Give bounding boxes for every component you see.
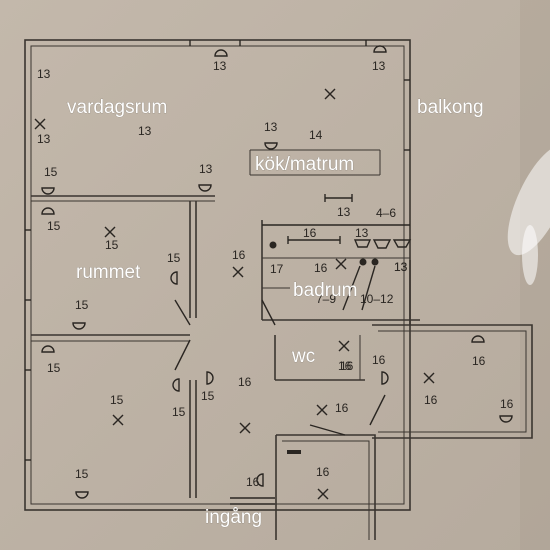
outlet-symbol-11 bbox=[172, 378, 180, 392]
circuit-code-c31: 16 bbox=[238, 375, 252, 389]
circuit-codes: 13 13 13 13 13 13 14 13 15 13 13 4–6 15 15 15 16 16 13 17 1… bbox=[37, 59, 514, 489]
kitchen-fixtures bbox=[249, 149, 410, 249]
lamp-cross-7 bbox=[239, 422, 251, 434]
circuit-code-c34: 16 bbox=[500, 397, 514, 411]
circuit-code-c22: 15 bbox=[75, 298, 89, 312]
outlet-symbol-8 bbox=[170, 271, 178, 285]
room-label-rummet: rummet bbox=[76, 262, 141, 283]
outlet-symbol-16 bbox=[256, 473, 264, 487]
lamp-cross-6 bbox=[112, 414, 124, 426]
circuit-code-c4: 13 bbox=[37, 132, 51, 146]
circuit-code-c25: 15 bbox=[47, 361, 61, 375]
light-glare-small bbox=[522, 225, 538, 285]
outlet-symbol-15 bbox=[75, 491, 89, 499]
circuit-code-c38: 16 bbox=[316, 465, 330, 479]
outlet-symbol-14 bbox=[499, 415, 513, 423]
window-marks bbox=[25, 40, 410, 461]
circuit-code-c37: 16 bbox=[246, 475, 260, 489]
outlet-symbol-1 bbox=[214, 49, 228, 57]
lamp-cross-11 bbox=[338, 340, 350, 352]
circuit-code-c23: 7–9 bbox=[316, 292, 336, 306]
circuit-code-c36: 16 bbox=[335, 401, 349, 415]
circuit-code-c10: 13 bbox=[337, 205, 351, 219]
circuit-code-c16: 16 bbox=[232, 248, 246, 262]
lamp-cross-3 bbox=[104, 226, 116, 238]
room-label-wc: wc bbox=[291, 346, 315, 367]
circuit-code-c19: 17 bbox=[270, 262, 284, 276]
room-label-vardagsrum: vardagsrum bbox=[67, 97, 167, 118]
circuit-code-c9: 15 bbox=[44, 165, 58, 179]
circuit-code-c39: 16 bbox=[340, 359, 354, 373]
circuit-code-c26: 16 bbox=[472, 354, 486, 368]
room-label-badrum: badrum bbox=[293, 280, 357, 301]
circuit-code-c20: 16 bbox=[314, 261, 328, 275]
circuit-code-c8: 13 bbox=[199, 162, 213, 176]
outlet-symbol-5 bbox=[198, 184, 212, 192]
lamp-markers bbox=[34, 88, 435, 500]
circuit-code-c7: 14 bbox=[309, 128, 323, 142]
circuit-code-c13: 15 bbox=[47, 219, 61, 233]
bathroom-fixtures bbox=[342, 239, 412, 311]
circuit-code-c6: 13 bbox=[264, 120, 278, 134]
entrance-walls bbox=[275, 434, 376, 540]
lamp-cross-1 bbox=[324, 88, 336, 100]
circuit-code-c17: 16 bbox=[303, 226, 317, 240]
circuit-code-c28: 15 bbox=[110, 393, 124, 407]
circuit-code-c11: 13 bbox=[355, 226, 369, 240]
circuit-code-c12: 4–6 bbox=[376, 206, 396, 220]
circuit-code-c35: 15 bbox=[75, 467, 89, 481]
outlet-markers bbox=[41, 45, 513, 499]
circuit-code-c32: 16 bbox=[338, 359, 352, 373]
outlet-symbol-6 bbox=[41, 207, 55, 215]
entrance-mark bbox=[287, 450, 301, 454]
outlet-symbol-10 bbox=[206, 371, 214, 385]
circuit-code-c27: 16 bbox=[372, 353, 386, 367]
outlet-symbol-12 bbox=[471, 335, 485, 343]
circuit-code-c18: 13 bbox=[394, 260, 408, 274]
room-label-kok: kök/matrum bbox=[255, 154, 354, 175]
lamp-cross-2 bbox=[34, 118, 46, 130]
light-glare bbox=[507, 144, 550, 256]
outlet-symbol-13 bbox=[381, 371, 389, 385]
outlet-symbol-4 bbox=[41, 187, 55, 195]
lamp-cross-9 bbox=[423, 372, 435, 384]
circuit-code-c5: 13 bbox=[138, 124, 152, 138]
circuit-code-c15: 15 bbox=[167, 251, 181, 265]
outlet-symbol-3 bbox=[264, 142, 278, 150]
room-label-ingang: ingång bbox=[205, 507, 262, 528]
lamp-cross-5 bbox=[335, 258, 347, 270]
circuit-code-c29: 15 bbox=[201, 389, 215, 403]
circuit-code-c14: 15 bbox=[105, 238, 119, 252]
circuit-code-c3: 13 bbox=[372, 59, 386, 73]
outlet-symbol-2 bbox=[373, 45, 387, 53]
door-swings bbox=[174, 299, 386, 505]
circuit-code-c24: 10–12 bbox=[360, 292, 394, 306]
circuit-code-c30: 15 bbox=[172, 405, 186, 419]
east-wing-walls bbox=[372, 260, 533, 439]
lamp-cross-8 bbox=[316, 404, 328, 416]
lamp-cross-10 bbox=[317, 488, 329, 500]
circuit-code-c21: 13 bbox=[394, 260, 408, 274]
interior-walls bbox=[31, 195, 420, 498]
circuit-code-c2: 13 bbox=[213, 59, 227, 73]
outlet-symbol-9 bbox=[41, 345, 55, 353]
circuit-code-c33: 16 bbox=[424, 393, 438, 407]
circuit-code-c1: 13 bbox=[37, 67, 51, 81]
lamp-cross-4 bbox=[232, 266, 244, 278]
outlet-symbol-7 bbox=[72, 322, 86, 330]
room-label-balkong: balkong bbox=[417, 97, 484, 118]
